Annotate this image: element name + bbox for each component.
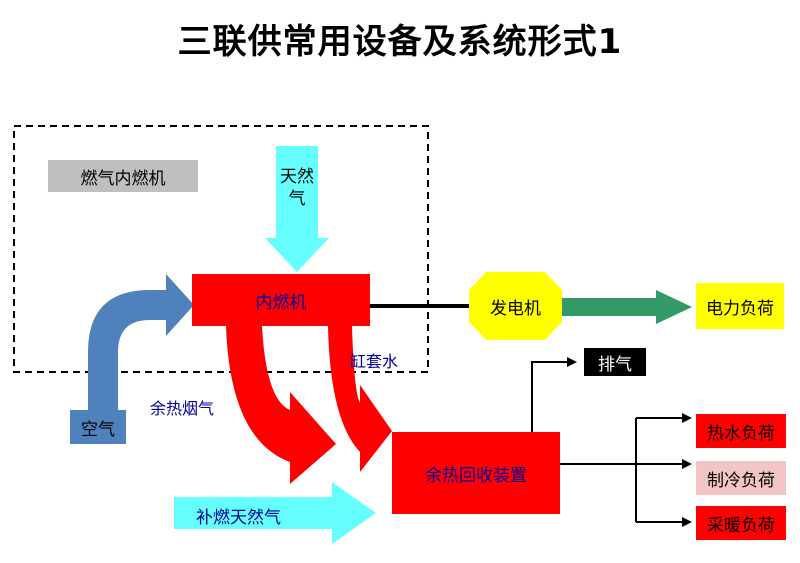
heating-load-box: 采暖负荷: [696, 506, 786, 540]
power-output-arrow: [560, 290, 692, 324]
engine-group-label: 燃气内燃机: [48, 160, 198, 192]
engine-boundary: [13, 125, 429, 373]
flue-gas-arrow: [226, 326, 336, 484]
engine-box: 内燃机: [192, 274, 370, 326]
exhaust-box: 排气: [584, 348, 646, 376]
air-inlet-box: 空气: [70, 410, 126, 444]
generator-label: 发电机: [490, 298, 541, 319]
generator-shape: [469, 272, 562, 340]
flue-gas-label: 余热烟气: [150, 399, 215, 418]
heat-recovery-box: 余热回收装置: [392, 432, 560, 514]
natural-gas-label: 天然气: [280, 167, 314, 209]
page-title: 三联供常用设备及系统形式1: [177, 22, 623, 62]
hot-water-load-box: 热水负荷: [696, 414, 786, 448]
electric-load-box: 电力负荷: [696, 283, 784, 329]
air-inlet-arrow: [88, 274, 194, 410]
supplementary-gas-label: 补燃天然气: [196, 508, 281, 528]
jacket-water-arrow: [328, 326, 392, 472]
cooling-load-box: 制冷负荷: [696, 461, 786, 495]
supplementary-gas-arrow: [174, 482, 376, 544]
jacket-water-label: 缸套水: [350, 352, 399, 371]
exhaust-line: [531, 357, 577, 432]
natural-gas-arrow: [265, 146, 329, 272]
